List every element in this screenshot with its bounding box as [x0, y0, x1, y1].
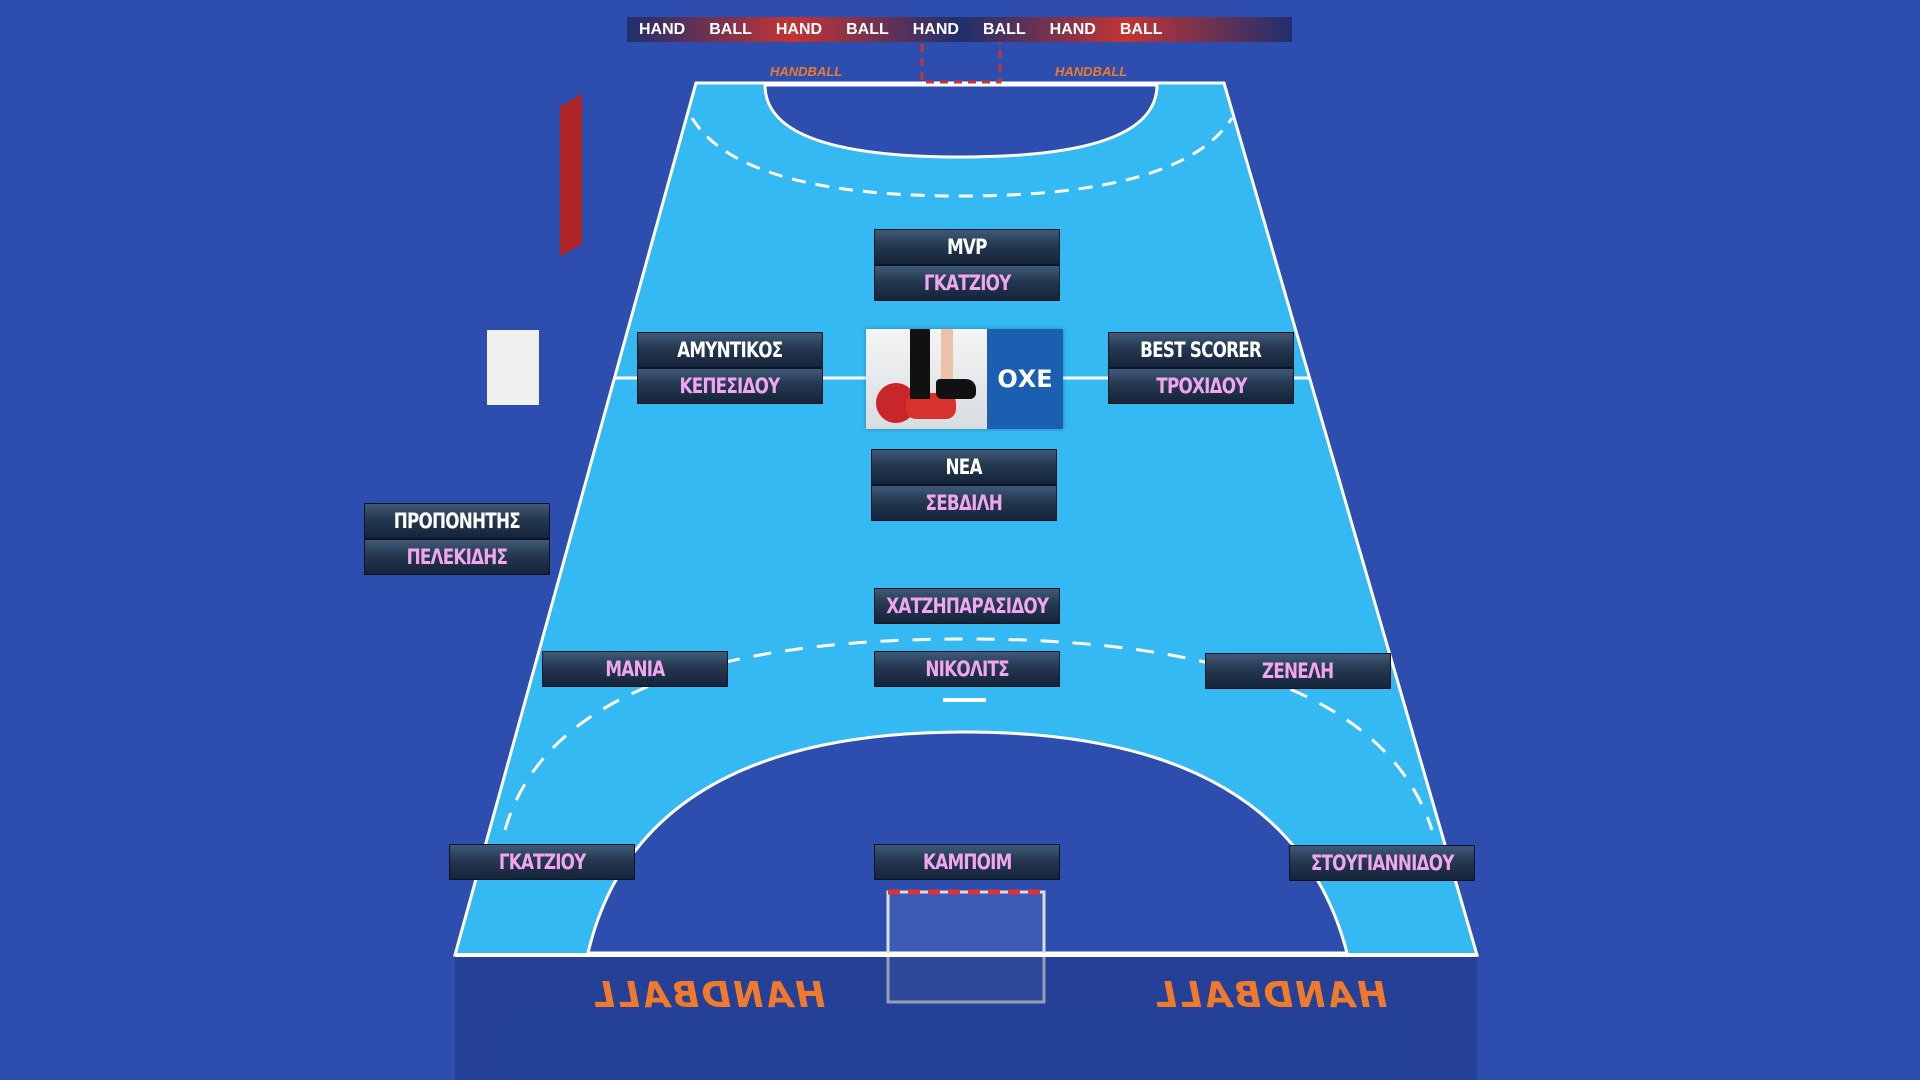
banner-ball: BALL: [709, 20, 752, 38]
player-right-back: ΖΕΝΕΛΗ: [1205, 653, 1391, 689]
court-bottom-text-right: HANDBALL: [1152, 975, 1388, 1016]
banner-hand: HAND: [775, 20, 823, 38]
player-name: ΜΑΝΙΑ: [605, 657, 665, 681]
award-name: ΤΡΟΧΙΔΟΥ: [1155, 374, 1247, 398]
banner-hand: HAND: [1049, 20, 1096, 38]
top-goal-area: [763, 83, 1159, 159]
player-pivot: ΧΑΤΖΗΠΑΡΑΣΙΔΟΥ: [874, 588, 1060, 624]
top-goal: [920, 28, 1002, 84]
player-left-wing: ΓΚΑΤΖΙΟΥ: [449, 844, 635, 880]
player-left-back: ΜΑΝΙΑ: [542, 651, 728, 687]
court-top-text-right: HANDBALL: [1055, 64, 1128, 79]
court-top-text-left: HANDBALL: [770, 64, 843, 79]
player-name: ΖΕΝΕΛΗ: [1262, 659, 1334, 683]
award-defender: ΑΜΥΝΤΙΚΟΣ ΚΕΠΕΣΙΔΟΥ: [637, 332, 823, 404]
bottom-goal: [886, 890, 1046, 1004]
player-name: ΝΙΚΟΛΙΤΣ: [925, 657, 1009, 681]
award-title: ΠΡΟΠΟΝΗΤΗΣ: [393, 509, 521, 533]
top-free-throw-line: [690, 117, 1234, 198]
banner-hand: HAND: [912, 20, 959, 38]
award-mvp: MVP ΓΚΑΤΖΙΟΥ: [874, 229, 1060, 301]
player-name: ΧΑΤΖΗΠΑΡΑΣΙΔΟΥ: [886, 594, 1049, 618]
award-name: ΣΕΒΔΙΛΗ: [925, 491, 1003, 515]
award-name: ΠΕΛΕΚΙΔΗΣ: [406, 545, 508, 569]
player-name: ΓΚΑΤΖΙΟΥ: [498, 850, 586, 874]
banner-ball: BALL: [982, 20, 1026, 38]
top-banner: HAND BALL HAND BALL HAND BALL HAND BALL: [627, 17, 1292, 42]
banner-ball: BALL: [846, 20, 889, 38]
team-photo: ΟΧΕ: [866, 329, 1063, 429]
award-name: ΓΚΑΤΖΙΟΥ: [923, 271, 1011, 295]
bottom-free-throw-line: [503, 637, 1434, 831]
substitution-bench: [560, 93, 582, 257]
award-coach: ΠΡΟΠΟΝΗΤΗΣ ΠΕΛΕΚΙΔΗΣ: [364, 503, 550, 575]
table-officials: [487, 330, 539, 405]
award-title: MVP: [947, 235, 987, 259]
shoes-photo: [866, 329, 987, 429]
player-name: ΚΑΜΠΟΙΜ: [922, 850, 1012, 874]
banner-ball: BALL: [1119, 20, 1163, 38]
bottom-net: [455, 955, 1477, 1080]
award-title: ΝΕΑ: [945, 455, 983, 479]
award-name: ΚΕΠΕΣΙΔΟΥ: [679, 374, 781, 398]
banner-hand: HAND: [639, 20, 686, 38]
player-name: ΣΤΟΥΓΙΑΝΝΙΔΟΥ: [1310, 851, 1455, 875]
award-young: ΝΕΑ ΣΕΒΔΙΛΗ: [871, 449, 1057, 521]
award-title: BEST SCORER: [1140, 338, 1263, 362]
player-right-wing: ΣΤΟΥΓΙΑΝΝΙΔΟΥ: [1289, 845, 1475, 881]
player-center-back: ΝΙΚΟΛΙΤΣ: [874, 651, 1060, 687]
oxe-logo: ΟΧΕ: [987, 329, 1063, 429]
award-best-scorer: BEST SCORER ΤΡΟΧΙΔΟΥ: [1108, 332, 1294, 404]
player-goalkeeper: ΚΑΜΠΟΙΜ: [874, 844, 1060, 880]
court-bottom-text-left: HANDBALL: [590, 975, 826, 1016]
award-title: ΑΜΥΝΤΙΚΟΣ: [677, 338, 783, 362]
